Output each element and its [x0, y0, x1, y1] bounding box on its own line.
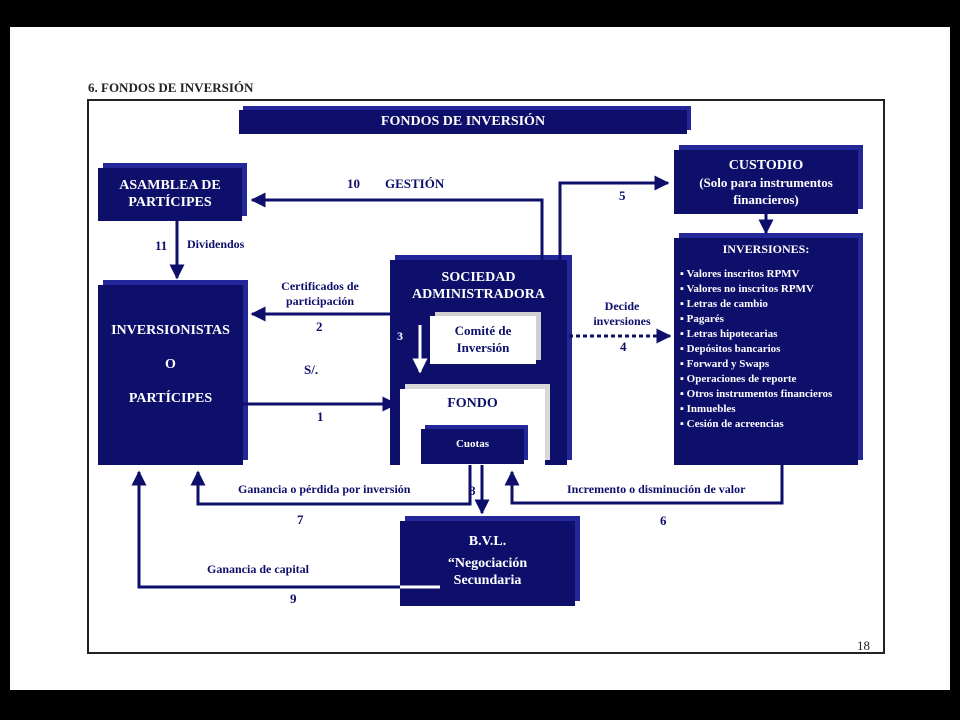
- label-3: 3: [397, 329, 403, 343]
- inversiones-item-label: Operaciones de reporte: [686, 373, 797, 385]
- inversiones-item-label: Cesión de acreencias: [686, 418, 784, 430]
- inversionistas-box: INVERSIONISTAS O PARTÍCIPES: [98, 285, 243, 465]
- label-5: 5: [619, 188, 626, 203]
- cuotas-box: Cuotas: [421, 429, 524, 464]
- page-number: 18: [857, 638, 870, 653]
- bvl-box: B.V.L. “Negociación Secundaria: [400, 521, 575, 606]
- label-6: 6: [660, 513, 667, 528]
- asamblea-label: ASAMBLEA DE PARTÍCIPES: [119, 178, 221, 210]
- bullet-icon: ▪: [680, 373, 687, 385]
- label-decide: Decide inversiones: [580, 299, 664, 329]
- inversiones-item: ▪ Depósitos bancarios: [680, 342, 852, 357]
- sociedad-label: SOCIEDAD: [441, 270, 516, 285]
- inversiones-item: ▪ Valores inscritos RPMV: [680, 267, 852, 282]
- inversiones-item-label: Valores no inscritos RPMV: [686, 283, 814, 295]
- bullet-icon: ▪: [680, 283, 687, 295]
- label-gestion: GESTIÓN: [385, 176, 445, 191]
- inversiones-item: ▪ Operaciones de reporte: [680, 372, 852, 387]
- inversiones-item: ▪ Otros instrumentos financieros: [680, 387, 852, 402]
- o-label: O: [165, 357, 176, 372]
- inversiones-item-label: Forward y Swaps: [686, 358, 770, 370]
- diagram-frame: [87, 99, 885, 654]
- label-9: 9: [290, 591, 297, 606]
- comite-box: Comité de Inversión: [430, 316, 536, 364]
- bullet-icon: ▪: [680, 343, 687, 355]
- label-soles: S/.: [304, 362, 319, 377]
- label-11: 11: [155, 238, 168, 253]
- decide-line-2: inversiones: [593, 314, 651, 328]
- fondo-label: FONDO: [447, 396, 498, 411]
- banner-title: FONDOS DE INVERSIÓN: [239, 110, 687, 134]
- inversiones-item-label: Letras de cambio: [686, 298, 768, 310]
- inversiones-item-label: Pagarés: [686, 313, 724, 325]
- label-ganancia-perdida: Ganancia o pérdida por inversión: [238, 482, 411, 496]
- administradora-label: ADMINISTRADORA: [411, 287, 545, 302]
- bullet-icon: ▪: [680, 388, 687, 400]
- participes-label: PARTÍCIPES: [128, 391, 213, 406]
- inversiones-box: INVERSIONES: ▪ Valores inscritos RPMV▪ V…: [674, 238, 858, 465]
- inversiones-item: ▪ Forward y Swaps: [680, 357, 852, 372]
- bullet-icon: ▪: [680, 358, 687, 370]
- bullet-icon: ▪: [680, 328, 687, 340]
- inversiones-list: ▪ Valores inscritos RPMV▪ Valores no ins…: [680, 267, 852, 432]
- arrow-gestion: [250, 192, 544, 260]
- arrow-incremento: [504, 465, 784, 505]
- inversiones-item: ▪ Letras hipotecarias: [680, 327, 852, 342]
- negociacion-label: “Negociación: [447, 556, 528, 571]
- inversiones-item-label: Otros instrumentos financieros: [686, 388, 833, 400]
- certificados-line-2: participación: [286, 294, 354, 308]
- label-8: 8: [469, 483, 476, 498]
- label-4: 4: [620, 339, 627, 354]
- label-dividendos: Dividendos: [187, 237, 245, 251]
- inversiones-item: ▪ Valores no inscritos RPMV: [680, 282, 852, 297]
- arrow-ganancia-perdida: [190, 465, 472, 506]
- inversiones-item-label: Inmuebles: [686, 403, 736, 415]
- custodio-line-2: financieros): [733, 192, 799, 207]
- secundaria-label: Secundaria: [453, 573, 522, 588]
- inversiones-title: INVERSIONES:: [722, 242, 810, 256]
- certificados-line-1: Certificados de: [281, 279, 359, 293]
- arrow-ganancia-capital: [131, 470, 400, 589]
- decide-line-1: Decide: [604, 299, 640, 313]
- custodio-title: CUSTODIO: [728, 158, 804, 173]
- arrow-custodio: [558, 175, 670, 260]
- label-1: 1: [317, 409, 324, 424]
- label-10: 10: [347, 176, 360, 191]
- inversiones-item-label: Valores inscritos RPMV: [686, 268, 800, 280]
- inversiones-item: ▪ Cesión de acreencias: [680, 417, 852, 432]
- inversiones-item: ▪ Inmuebles: [680, 402, 852, 417]
- custodio-line-1: (Solo para instrumentos: [699, 175, 833, 190]
- comite-label: Comité de: [454, 323, 512, 338]
- bullet-icon: ▪: [680, 298, 687, 310]
- inversion-label: Inversión: [456, 340, 510, 355]
- bullet-icon: ▪: [680, 313, 687, 325]
- inversiones-item: ▪ Letras de cambio: [680, 297, 852, 312]
- inversionistas-label: INVERSIONISTAS: [111, 323, 230, 338]
- bullet-icon: ▪: [680, 268, 687, 280]
- section-title: 6. FONDOS DE INVERSIÓN: [88, 80, 254, 95]
- bullet-icon: ▪: [680, 403, 687, 415]
- inversiones-item: ▪ Pagarés: [680, 312, 852, 327]
- label-7: 7: [297, 512, 304, 527]
- bullet-icon: ▪: [680, 418, 687, 430]
- inversiones-item-label: Letras hipotecarias: [686, 328, 778, 340]
- custodio-box: CUSTODIO (Solo para instrumentos financi…: [674, 150, 858, 214]
- label-ganancia-capital: Ganancia de capital: [207, 562, 310, 576]
- bvl-label: B.V.L.: [468, 534, 507, 549]
- inversiones-item-label: Depósitos bancarios: [686, 343, 781, 355]
- label-certificados: Certificados de participación: [268, 279, 372, 309]
- label-incremento: Incremento o disminución de valor: [567, 482, 746, 496]
- asamblea-box: ASAMBLEA DE PARTÍCIPES: [98, 168, 242, 221]
- label-2: 2: [316, 319, 323, 334]
